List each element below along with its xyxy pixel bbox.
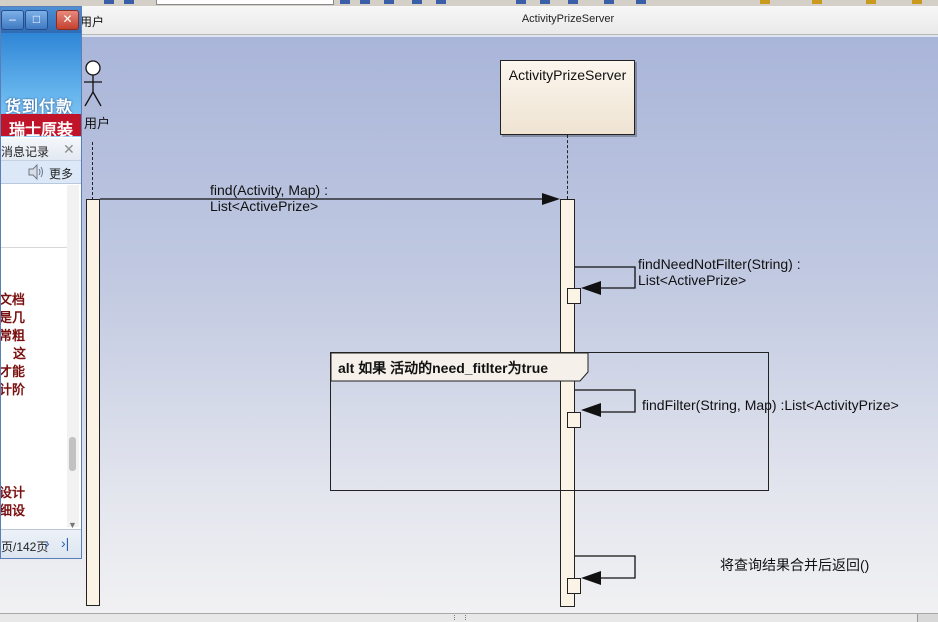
maximize-button[interactable]: □ [25, 10, 48, 30]
self-call-activation[interactable] [567, 578, 581, 594]
toolbar-icon[interactable] [384, 0, 394, 4]
self-call-activation[interactable] [567, 412, 581, 428]
diagram-title-bar: ActivityPrizeServer [0, 6, 938, 35]
user-lifeline [92, 142, 93, 200]
canvas-top-border [0, 35, 938, 37]
toolbar-icon[interactable] [104, 0, 114, 4]
banner-red-band [1, 114, 81, 136]
message-text-line: 常粗 [0, 329, 26, 344]
popup-title-bar[interactable]: – □ ✕ [1, 7, 81, 33]
scrollbar-grip[interactable] [454, 615, 466, 620]
more-link[interactable]: 更多 [49, 167, 74, 181]
toolbar-icon[interactable] [912, 0, 922, 4]
diagram-title: ActivityPrizeServer [521, 13, 615, 25]
message-label-line: findNeedNotFilter(String) : [638, 256, 801, 272]
speaker-icon[interactable] [27, 164, 45, 180]
message-text-line: 文档 [0, 293, 26, 308]
toolbar-icon[interactable] [540, 0, 550, 4]
messages-header [1, 138, 81, 161]
message-label-line: find(Activity, Map) : [210, 182, 328, 198]
toolbar-icon[interactable] [812, 0, 822, 4]
next-page-icon[interactable]: › [45, 535, 50, 551]
scroll-right-button[interactable] [917, 614, 938, 622]
message-label-line: List<ActivePrize> [638, 272, 747, 288]
toolbar-icon[interactable] [760, 0, 770, 4]
message-divider [1, 247, 69, 248]
message-label-findfilter: findFilter(String, Map) :List<ActivityPr… [642, 397, 899, 413]
diagram-canvas[interactable] [0, 35, 938, 613]
message-text-line: 是几 [0, 311, 26, 326]
toolbar-icon[interactable] [636, 0, 646, 4]
top-toolbar-strip [0, 0, 938, 6]
toolbar-icon[interactable] [412, 0, 422, 4]
message-text-line: 细设 [0, 504, 26, 519]
minimize-button[interactable]: – [1, 10, 24, 30]
close-icon[interactable]: ✕ [63, 141, 75, 157]
banner-line-2: 瑞士原装 [9, 122, 74, 139]
message-text-line: 计阶 [0, 383, 26, 398]
toolbar-icon[interactable] [866, 0, 876, 4]
messages-header-label[interactable]: 消息记录 [1, 145, 50, 159]
toolbar-icon[interactable] [516, 0, 526, 4]
more-row [1, 161, 81, 184]
message-label-merge-return: 将查询结果合并后返回() [720, 557, 870, 573]
actor-name: 用户 [84, 116, 111, 131]
scroll-down-arrow-icon[interactable]: ▼ [68, 520, 77, 530]
message-scrollbar-thumb[interactable] [69, 437, 76, 471]
actor-label-top: 用户 [80, 15, 105, 29]
server-lifeline-box[interactable] [500, 60, 635, 135]
toolbar-icon[interactable] [360, 0, 370, 4]
last-page-icon[interactable]: ›| [61, 535, 70, 551]
toolbar-icon[interactable] [568, 0, 578, 4]
message-text-line: 这 [13, 347, 27, 362]
toolbar-field[interactable] [156, 0, 334, 5]
horizontal-scrollbar[interactable] [0, 613, 938, 622]
server-lifeline-label: ActivityPrizeServer [508, 67, 627, 83]
message-label-find: find(Activity, Map) : List<ActivePrize> [210, 182, 328, 214]
user-activation-bar[interactable] [86, 199, 100, 606]
toolbar-icon[interactable] [436, 0, 446, 4]
message-label-line: List<ActivePrize> [210, 198, 319, 214]
self-call-activation[interactable] [567, 288, 581, 304]
toolbar-icon[interactable] [604, 0, 614, 4]
message-text-line: 才能 [0, 365, 26, 380]
message-scrollbar[interactable] [67, 185, 79, 527]
server-lifeline [567, 135, 568, 199]
toolbar-icon[interactable] [340, 0, 350, 4]
message-label-findneednotfilter: findNeedNotFilter(String) : List<ActiveP… [638, 256, 801, 288]
close-button[interactable]: ✕ [56, 10, 79, 30]
banner-line-1: 货到付款 [5, 99, 74, 116]
page-indicator: 页/142页 [1, 540, 49, 554]
overlay-popup-window[interactable]: – □ ✕ 货到付款 瑞士原装 消息记录 ✕ 更多 文档 是几 常粗 这 才能 … [0, 6, 82, 559]
pagination-footer [1, 529, 81, 558]
toolbar-icon[interactable] [124, 0, 134, 4]
message-text-line: 设计 [0, 486, 26, 501]
alt-fragment-label: alt 如果 活动的need_fitlter为true [338, 360, 549, 376]
